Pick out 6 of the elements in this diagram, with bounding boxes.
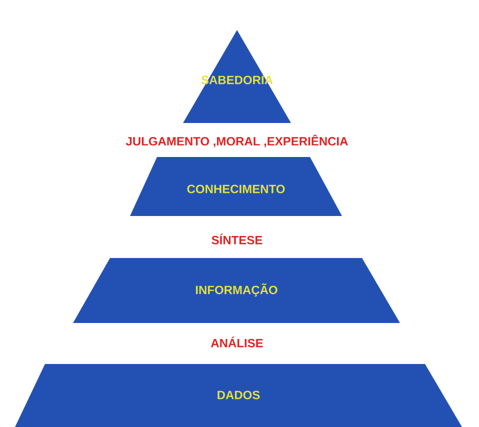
pyramid-level: DADOS [15, 364, 462, 427]
level-label: ANÁLISE [210, 336, 263, 348]
pyramid-level: INFORMAÇÃO [73, 258, 400, 323]
level-label: JULGAMENTO ,MORAL ,EXPERIÊNCIA [126, 134, 348, 148]
level-label: SÍNTESE [212, 234, 262, 244]
pyramid-level: CONHECIMENTO [130, 157, 342, 216]
